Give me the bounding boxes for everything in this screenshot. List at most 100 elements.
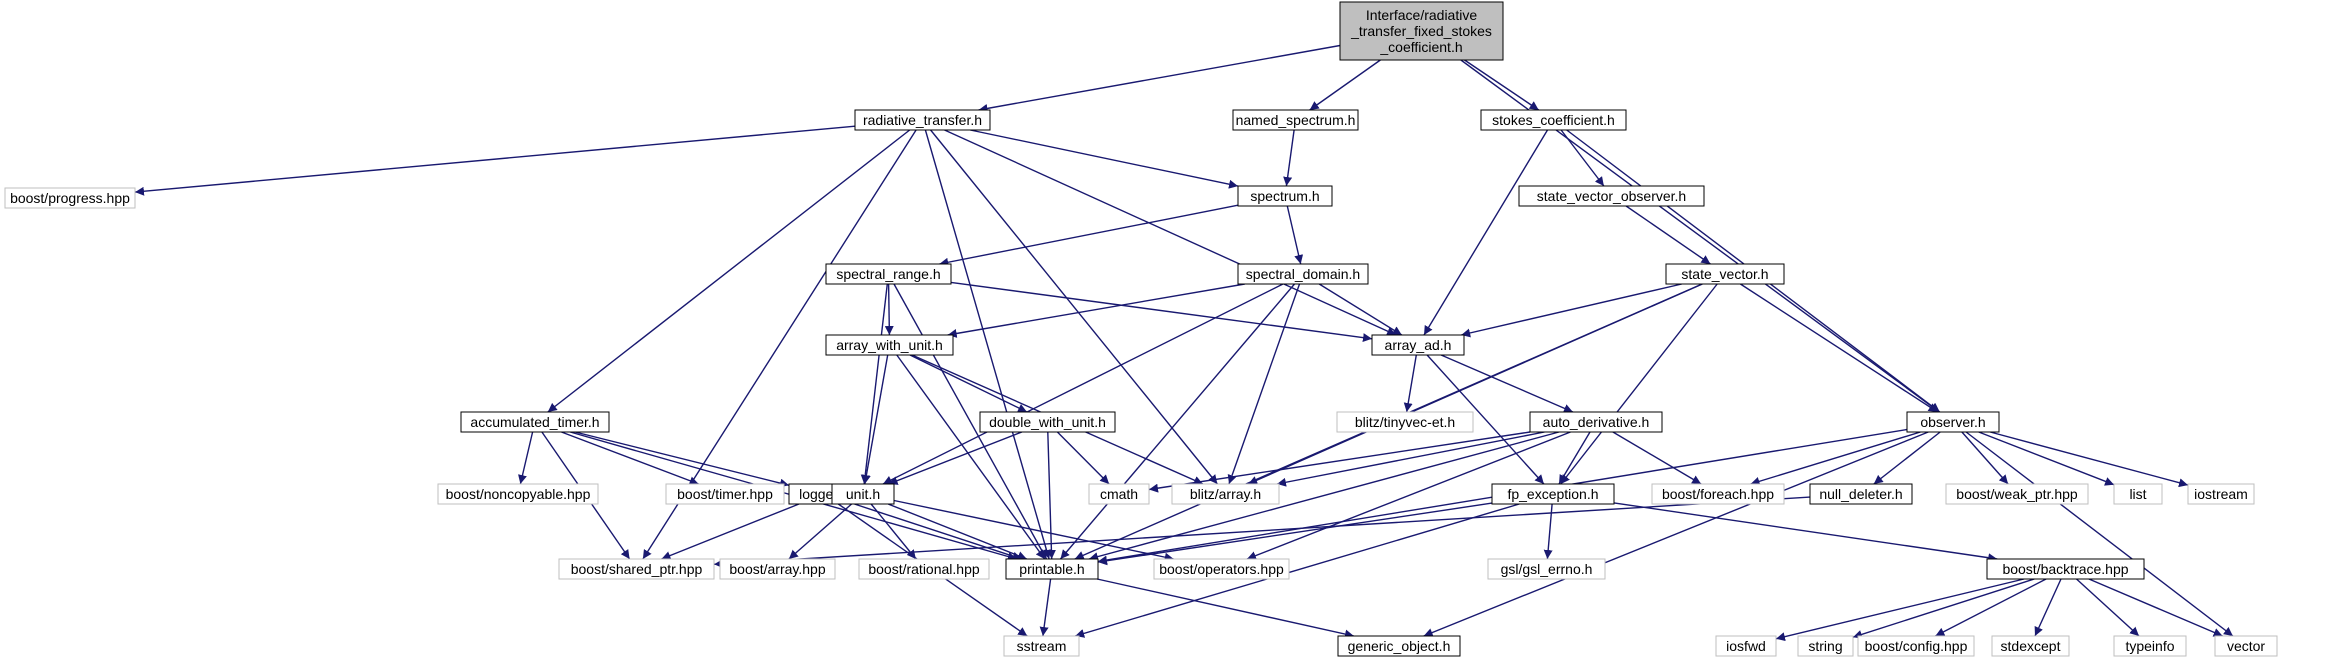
node-state-vector[interactable]: state_vector.h — [1665, 263, 1785, 285]
node-boost-weak-ptr: boost/weak_ptr.hpp — [1945, 483, 2089, 505]
edge-spectral-domain-to-printable — [1059, 283, 1296, 560]
node-generic-object[interactable]: generic_object.h — [1337, 635, 1461, 657]
node-iostream: iostream — [2187, 483, 2255, 505]
node-box — [1857, 635, 1975, 657]
edge-stokes-coefficient-to-state-vector-observer — [1560, 129, 1605, 187]
node-label: array_ad.h — [1385, 337, 1452, 353]
node-box — [1797, 635, 1854, 657]
node-label: state_vector_observer.h — [1537, 188, 1686, 204]
node-label: blitz/array.h — [1190, 486, 1261, 502]
node-label: fp_exception.h — [1507, 486, 1598, 502]
node-label: boost/shared_ptr.hpp — [571, 561, 703, 577]
node-spectrum[interactable]: spectrum.h — [1237, 185, 1333, 207]
edge-radiative-transfer-to-array-ad — [944, 129, 1397, 336]
node-string: string — [1797, 635, 1854, 657]
node-blitz-tinyvec: blitz/tinyvec-et.h — [1336, 411, 1474, 433]
node-box — [1945, 483, 2089, 505]
node-printable[interactable]: printable.h — [1005, 558, 1099, 580]
node-boost-array: boost/array.hpp — [719, 558, 836, 580]
edge-root-to-named-spectrum — [1309, 59, 1381, 111]
node-box — [858, 558, 990, 580]
node-boost-operators: boost/operators.hpp — [1153, 558, 1290, 580]
edge-logger-to-boost-shared-ptr — [661, 503, 800, 560]
edge-spectral-domain-to-array-with-unit — [947, 283, 1245, 338]
node-box — [4, 187, 136, 209]
edge-state-vector-to-array-ad — [1461, 283, 1682, 338]
node-box — [1339, 1, 1504, 61]
node-box — [1487, 558, 1606, 580]
node-named-spectrum[interactable]: named_spectrum.h — [1232, 109, 1359, 131]
edge-double-with-unit-to-cmath — [1056, 431, 1110, 485]
node-label: spectral_range.h — [836, 266, 940, 282]
node-label: boost/rational.hpp — [868, 561, 980, 577]
edge-named-spectrum-to-spectrum — [1283, 129, 1295, 187]
node-box — [1991, 635, 2070, 657]
node-boost-config: boost/config.hpp — [1857, 635, 1975, 657]
node-box — [831, 483, 895, 505]
node-boost-foreach: boost/foreach.hpp — [1651, 483, 1785, 505]
edge-unit-to-boost-operators — [893, 499, 1174, 562]
node-label: double_with_unit.h — [989, 414, 1106, 430]
node-array-with-unit[interactable]: array_with_unit.h — [825, 334, 954, 356]
node-array-ad[interactable]: array_ad.h — [1371, 334, 1465, 356]
node-double-with-unit[interactable]: double_with_unit.h — [979, 411, 1116, 433]
node-box — [1809, 483, 1913, 505]
node-label: _transfer_fixed_stokes — [1350, 23, 1492, 39]
node-typeinfo: typeinfo — [2113, 635, 2187, 657]
node-box — [1005, 558, 1099, 580]
node-box — [979, 411, 1116, 433]
node-root[interactable]: Interface/radiative_transfer_fixed_stoke… — [1339, 1, 1504, 61]
edge-printable-to-generic-object — [1096, 578, 1355, 639]
node-label: gsl/gsl_errno.h — [1501, 561, 1593, 577]
node-unit[interactable]: unit.h — [831, 483, 895, 505]
node-box — [854, 109, 991, 131]
node-null-deleter[interactable]: null_deleter.h — [1809, 483, 1913, 505]
edge-observer-to-list — [1978, 431, 2115, 486]
node-box — [1651, 483, 1785, 505]
edge-accumulated-timer-to-boost-timer — [561, 431, 699, 486]
node-box — [1337, 635, 1461, 657]
node-box — [1715, 635, 1777, 657]
node-auto-derivative[interactable]: auto_derivative.h — [1529, 411, 1663, 433]
edge-boost-backtrace-to-typeinfo — [2076, 578, 2140, 637]
edge-boost-backtrace-to-stdexcept — [2034, 578, 2062, 637]
node-boost-backtrace[interactable]: boost/backtrace.hpp — [1986, 558, 2145, 580]
node-spectral-range[interactable]: spectral_range.h — [825, 263, 952, 285]
node-label: blitz/tinyvec-et.h — [1355, 414, 1455, 430]
node-state-vector-observer[interactable]: state_vector_observer.h — [1518, 185, 1705, 207]
node-label: named_spectrum.h — [1236, 112, 1356, 128]
node-box — [1336, 411, 1474, 433]
node-observer[interactable]: observer.h — [1906, 411, 2000, 433]
edge-fp-exception-to-gsl-errno — [1543, 503, 1553, 560]
node-box — [558, 558, 715, 580]
edge-boost-backtrace-to-boost-config — [1935, 578, 2047, 637]
node-box — [1371, 334, 1465, 356]
node-accumulated-timer[interactable]: accumulated_timer.h — [460, 411, 610, 433]
node-box — [1986, 558, 2145, 580]
node-label: observer.h — [1920, 414, 1985, 430]
node-boost-noncopyable: boost/noncopyable.hpp — [437, 483, 599, 505]
edge-logger-to-printable — [854, 503, 1022, 561]
node-boost-rational: boost/rational.hpp — [858, 558, 990, 580]
node-list: list — [2113, 483, 2163, 505]
node-label: stdexcept — [2001, 638, 2061, 654]
edge-auto-derivative-to-printable — [1088, 431, 1560, 561]
node-box — [1665, 263, 1785, 285]
edge-stokes-coefficient-to-array-ad — [1423, 129, 1549, 336]
node-sstream: sstream — [1003, 635, 1080, 657]
edge-radiative-transfer-to-spectrum — [970, 129, 1239, 189]
edge-observer-to-generic-object — [1423, 431, 1929, 637]
node-label: boost/array.hpp — [729, 561, 825, 577]
node-label: boost/config.hpp — [1865, 638, 1968, 654]
node-radiative-transfer[interactable]: radiative_transfer.h — [854, 109, 991, 131]
node-fp-exception[interactable]: fp_exception.h — [1491, 483, 1615, 505]
node-stokes-coefficient[interactable]: stokes_coefficient.h — [1480, 109, 1627, 131]
edge-spectral-range-to-unit — [860, 283, 888, 485]
node-box — [825, 263, 952, 285]
edge-spectral-range-to-array-ad — [950, 281, 1373, 343]
node-label: accumulated_timer.h — [470, 414, 599, 430]
node-label: spectrum.h — [1250, 188, 1319, 204]
node-label: vector — [2227, 638, 2265, 654]
node-spectral-domain[interactable]: spectral_domain.h — [1237, 263, 1369, 285]
node-label: cmath — [1100, 486, 1138, 502]
